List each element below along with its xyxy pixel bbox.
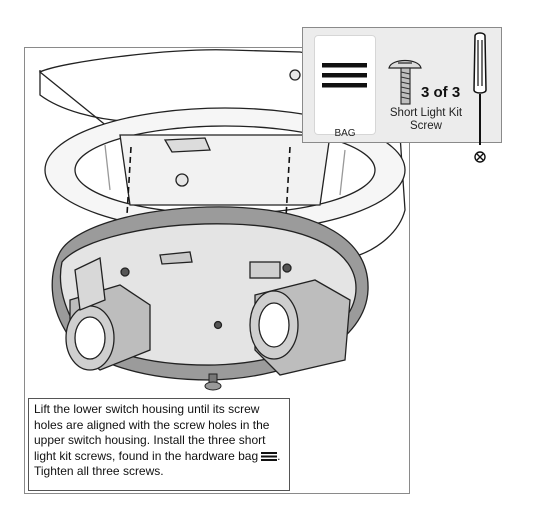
part-name-line1: Short Light Kit	[389, 107, 463, 119]
hardware-bag: BAG	[314, 35, 376, 139]
instruction-text-end: .	[277, 448, 281, 463]
part-name: Short Light Kit Screw	[385, 107, 467, 133]
quantity-label: 3 of 3	[421, 84, 461, 101]
screwdriver-icon	[473, 32, 487, 163]
light-socket-right	[249, 279, 351, 376]
bag-label: BAG	[334, 128, 356, 139]
part-name-line2: Screw	[410, 120, 442, 132]
three-bars-icon	[322, 63, 367, 88]
hardware-bag-icon	[261, 451, 278, 461]
illustration-frame	[24, 47, 410, 494]
screw-icon	[388, 59, 422, 105]
instruction-text-box: Lift the lower switch housing until its …	[28, 398, 290, 491]
short-light-kit-screw-bottom	[204, 373, 222, 391]
light-socket-left	[65, 257, 151, 371]
instruction-text-line2: Tighten all three screws.	[34, 464, 164, 479]
instruction-text: Lift the lower switch housing until its …	[34, 402, 270, 463]
